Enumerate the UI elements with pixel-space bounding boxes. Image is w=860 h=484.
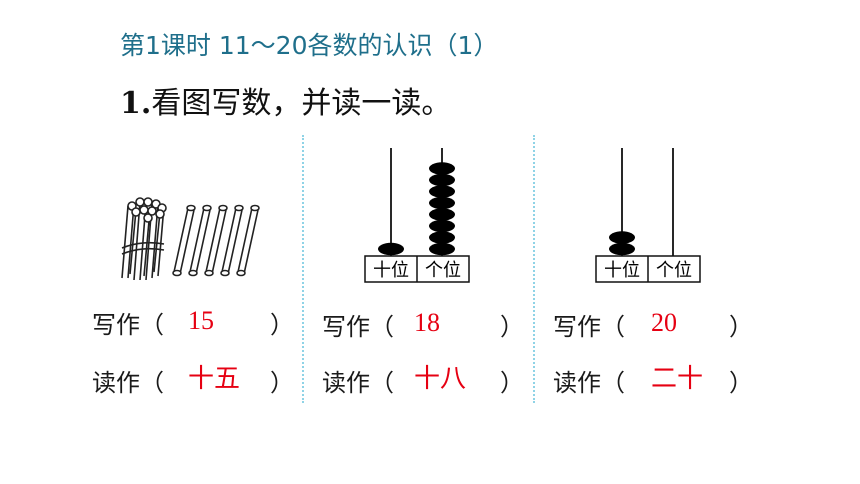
question-number: 1.	[120, 86, 152, 121]
abacus-bead	[429, 196, 455, 210]
abacus-bead	[609, 231, 635, 244]
tens-label: 十位	[604, 260, 640, 281]
ones-beads	[429, 162, 455, 256]
question-prompt: 1.看图写数，并读一读。	[120, 78, 451, 122]
write-label: 写作（	[322, 313, 394, 341]
close-paren: ）	[270, 311, 294, 339]
question-text: 看图写数，并读一读。	[151, 86, 452, 121]
close-paren: ）	[729, 313, 753, 341]
tens-beads	[378, 242, 404, 256]
read-label: 读作（	[553, 369, 625, 397]
abacus-bead	[429, 219, 455, 233]
loose-stick	[189, 207, 211, 275]
close-paren: ）	[500, 313, 524, 341]
write-answer: 20	[651, 308, 677, 337]
write-answer: 18	[414, 308, 440, 337]
tens-beads	[609, 231, 635, 256]
abacus-bead	[609, 242, 635, 256]
ones-label: 个位	[656, 260, 692, 281]
loose-sticks	[172, 204, 260, 277]
ones-label: 个位	[425, 260, 461, 281]
write-label: 写作（	[92, 311, 164, 339]
loose-stick	[173, 207, 195, 275]
abacus-bead	[429, 231, 455, 244]
read-answer: 十五	[188, 364, 241, 393]
close-paren: ）	[729, 369, 753, 397]
write-label: 写作（	[553, 313, 625, 341]
abacus-bead	[429, 173, 455, 187]
loose-stick	[237, 207, 259, 275]
column-divider-2	[533, 135, 535, 403]
read-answer: 二十	[651, 364, 704, 393]
stick-bundle	[121, 197, 167, 281]
tens-label: 十位	[373, 260, 409, 281]
abacus-bead	[429, 185, 455, 198]
read-label: 读作（	[322, 369, 394, 397]
write-answer: 15	[188, 306, 214, 335]
loose-stick	[205, 207, 227, 275]
abacus-bead	[429, 242, 455, 256]
column-divider-1	[302, 135, 304, 403]
read-label: 读作（	[92, 369, 164, 397]
read-answer: 十八	[414, 364, 467, 393]
close-paren: ）	[270, 369, 294, 397]
abacus-bead	[378, 242, 404, 256]
sticks-figure	[121, 197, 260, 281]
loose-stick	[221, 207, 243, 275]
abacus-bead	[429, 162, 455, 175]
abacus-figure-18: 十位 个位	[364, 148, 470, 283]
abacus-bead	[429, 208, 455, 221]
close-paren: ）	[500, 369, 524, 397]
abacus-figure-20: 十位 个位	[595, 148, 701, 283]
lesson-title: 第1课时 11～20各数的认识（1）	[120, 31, 499, 60]
